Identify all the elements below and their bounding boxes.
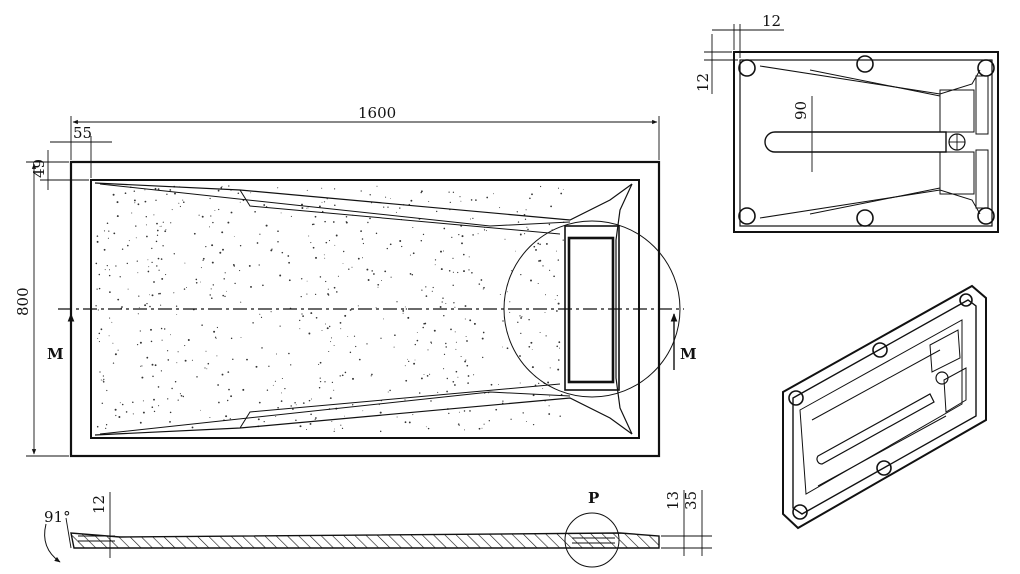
underside-outer: [733, 51, 999, 233]
dimension-slot: 90: [792, 101, 810, 120]
iso-inner: [792, 299, 977, 515]
detail-circle-section: [564, 512, 620, 568]
basin-bevel-bottom-2: [239, 383, 561, 429]
drain-channel-outer: [564, 225, 620, 391]
basin-slope-top: [99, 183, 571, 227]
basin-bevel-bottom: [94, 397, 633, 436]
section-label-left: M: [47, 345, 64, 363]
dimension-margin-v: 12: [694, 73, 712, 92]
dimension-offset-side: 55: [73, 124, 92, 142]
drain-channel-inner: [567, 236, 615, 384]
basin-bevel-top-2: [239, 189, 561, 235]
isometric-view: [782, 284, 987, 530]
dimension-width: 800: [14, 287, 32, 316]
dimension-section-h2: 35: [682, 491, 700, 510]
basin-bevel-top: [94, 182, 633, 221]
dimension-section-angle: 91°: [44, 508, 71, 526]
dimension-section-h1: 13: [664, 491, 682, 510]
basin-slope-bottom: [99, 391, 571, 435]
plan-view: M M 1600 55 800 49: [14, 104, 697, 458]
section-profile: [70, 532, 660, 549]
iso-drain-hole: [935, 371, 949, 385]
detail-label: P: [588, 489, 599, 507]
dimension-section-thickness: 12: [90, 495, 108, 514]
dimension-margin-h: 12: [762, 12, 781, 30]
underside-view: 90 12 12: [694, 12, 999, 233]
iso-slot: [816, 393, 935, 465]
detail-circle: [503, 220, 681, 398]
iso-outer: [782, 284, 987, 530]
underside-slot: [764, 131, 947, 153]
dimension-length: 1600: [358, 104, 396, 122]
dimension-offset-top: 49: [30, 159, 48, 178]
angle-arc: [44, 523, 61, 563]
section-label-right: M: [680, 345, 697, 363]
surface-texture: [95, 185, 565, 433]
section-view: P 91° 12 13 35: [44, 489, 712, 568]
